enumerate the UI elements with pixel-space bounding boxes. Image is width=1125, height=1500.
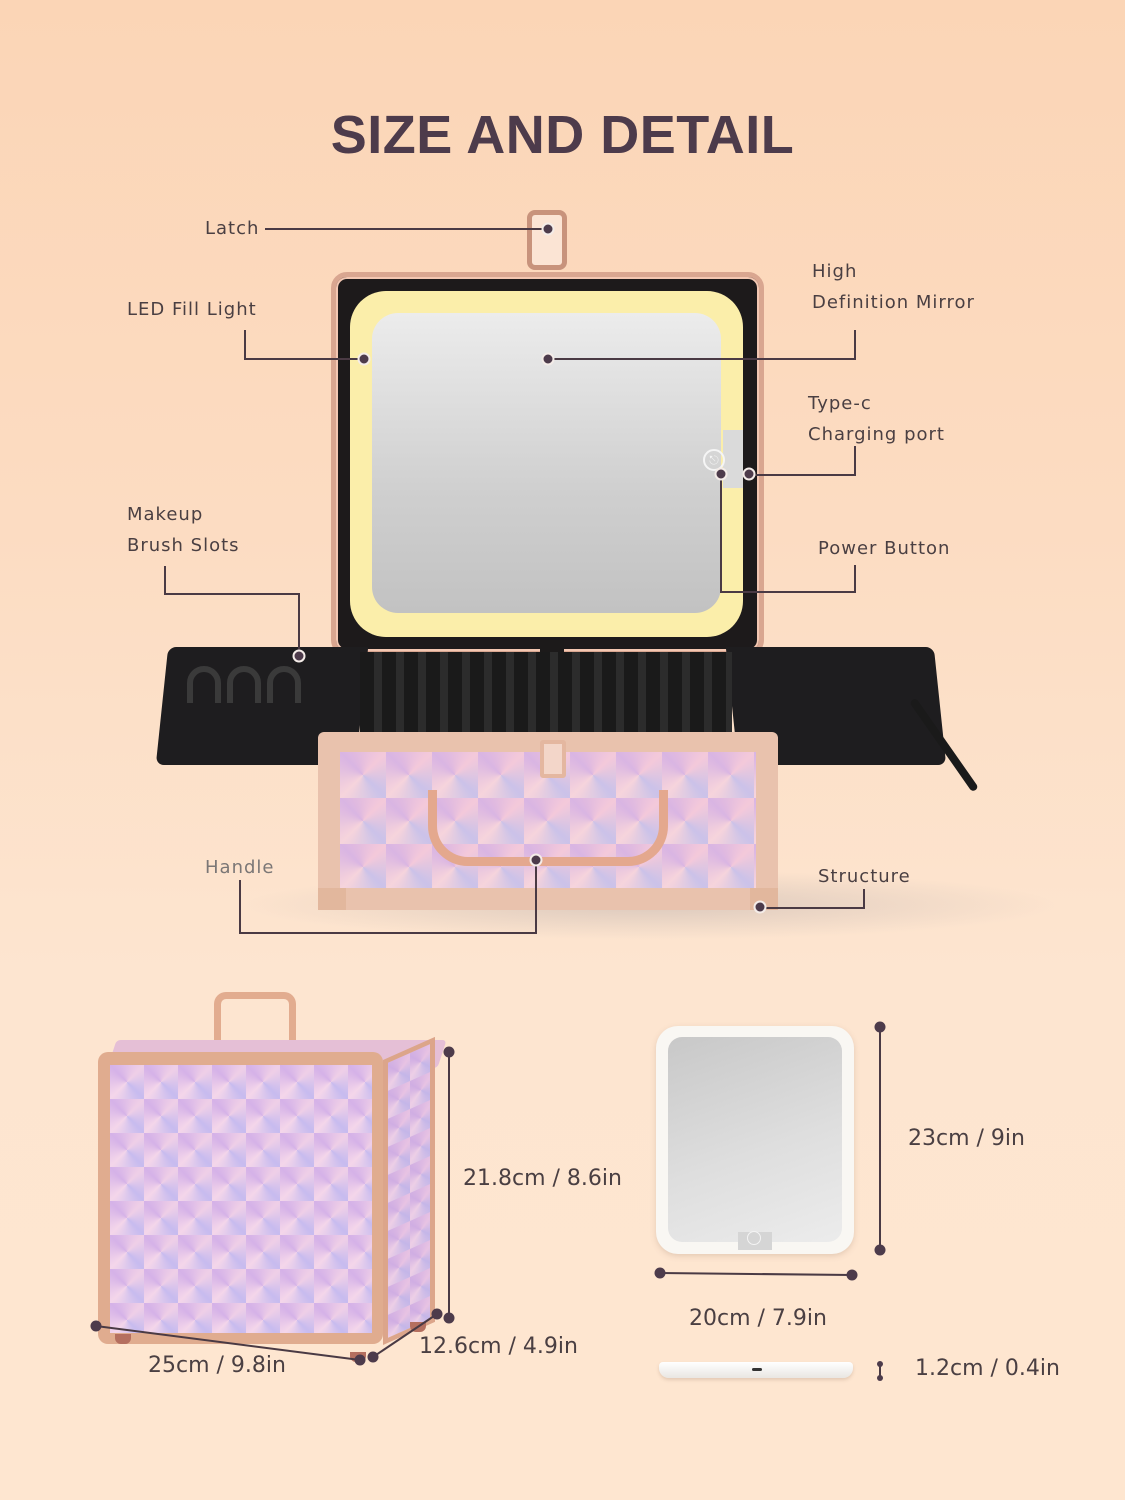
callout-line [760, 907, 865, 909]
callout-line [164, 566, 166, 594]
callout-dot [529, 853, 543, 867]
callout-handle: Handle [205, 857, 275, 878]
dimension-dot [846, 1269, 858, 1281]
mirror-thickness-label: 1.2cm / 0.4in [915, 1356, 1060, 1381]
callout-dot [541, 222, 555, 236]
closed-case-panel [110, 1065, 372, 1333]
callout-line [265, 228, 548, 230]
callout-dot [357, 352, 371, 366]
callout-line [863, 889, 865, 909]
callout-latch: Latch [205, 218, 260, 239]
corner-bracket [318, 888, 346, 910]
case-foot [115, 1334, 131, 1344]
power-icon [747, 1231, 761, 1245]
dimension-dot [367, 1351, 379, 1363]
brush-slot-loops-icon [187, 666, 301, 703]
mirror-height-label: 23cm / 9in [908, 1126, 1025, 1151]
dimension-dot [877, 1361, 883, 1367]
callout-typec-line2: Charging port [808, 424, 945, 445]
closed-case-side [383, 1036, 435, 1345]
closed-case-handle [214, 992, 296, 1058]
callout-line [244, 358, 364, 360]
dimension-dot [877, 1375, 883, 1381]
callout-line [239, 932, 536, 934]
callout-dot [541, 352, 555, 366]
dimension-dot [354, 1354, 366, 1366]
callout-hd-mirror-line1: High [812, 261, 858, 282]
callout-line [720, 591, 856, 593]
usb-c-port-icon [752, 1368, 762, 1371]
page-title: SIZE AND DETAIL [330, 105, 795, 165]
case-foot [410, 1322, 426, 1332]
dimension-dot [431, 1308, 443, 1320]
callout-line [164, 593, 299, 595]
mirror-glass [668, 1037, 842, 1242]
callout-brush-slots-line1: Makeup [127, 504, 204, 525]
dimension-dot [874, 1021, 886, 1033]
callout-line [298, 593, 300, 656]
dimension-dot [654, 1267, 666, 1279]
callout-brush-slots-line2: Brush Slots [127, 535, 240, 556]
callout-line [749, 474, 856, 476]
case-handle [428, 790, 668, 866]
callout-dot [742, 467, 756, 481]
callout-typec-line1: Type-c [808, 393, 872, 414]
power-icon: ⎋ [703, 449, 725, 471]
callout-line [854, 565, 856, 592]
dimension-dot [443, 1312, 455, 1324]
callout-line [535, 860, 537, 934]
case-width-label: 25cm / 9.8in [148, 1353, 286, 1378]
case-height-label: 21.8cm / 8.6in [463, 1166, 622, 1191]
callout-line [244, 330, 246, 359]
dimension-dot [90, 1320, 102, 1332]
latch [527, 210, 567, 270]
callout-hd-mirror-line2: Definition Mirror [812, 292, 975, 313]
callout-line [854, 446, 856, 475]
case-dividers [360, 652, 732, 742]
callout-led-fill-light: LED Fill Light [127, 299, 257, 320]
callout-line [239, 880, 241, 933]
front-lock [540, 740, 566, 778]
callout-line [854, 330, 856, 359]
dimension-dot [443, 1046, 455, 1058]
led-gap [723, 430, 743, 488]
mirror-width-label: 20cm / 7.9in [689, 1306, 827, 1331]
dimension-dot [874, 1244, 886, 1256]
callout-dot [753, 900, 767, 914]
callout-line [548, 358, 856, 360]
case-depth-label: 12.6cm / 4.9in [419, 1334, 578, 1359]
callout-dot [714, 467, 728, 481]
callout-power-button: Power Button [818, 538, 951, 559]
callout-line [720, 474, 722, 592]
callout-structure: Structure [818, 866, 911, 887]
callout-dot [292, 649, 306, 663]
